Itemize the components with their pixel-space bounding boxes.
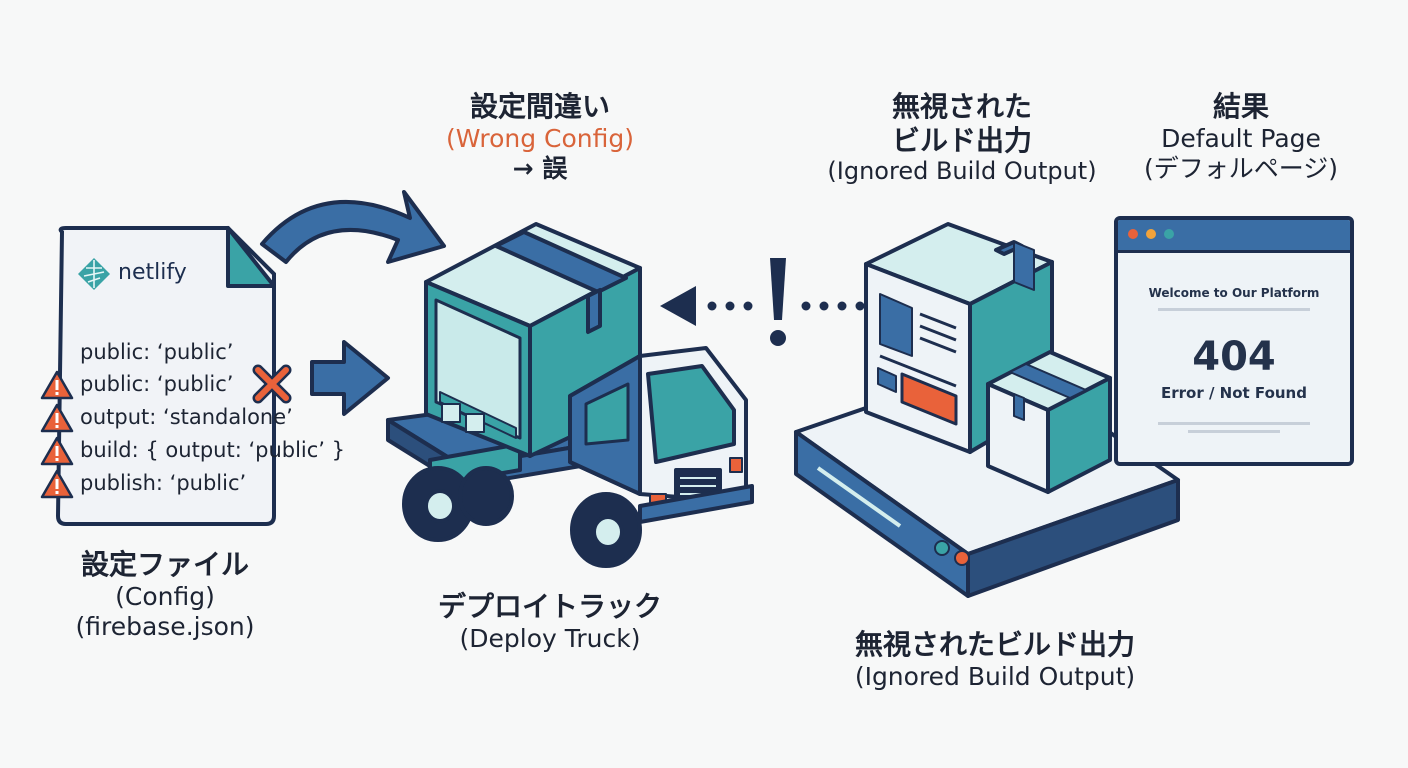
ignored-bottom-label-en: (Ignored Build Output) [854,661,1136,691]
config-label-file: (firebase.json) [75,611,255,641]
browser-window: Welcome to Our Platform 404 Error / Not … [1114,216,1354,466]
config-label-en: (Config) [115,581,215,611]
truck-label-en: (Deploy Truck) [459,623,641,653]
netlify-logo-icon [78,258,110,290]
truck-label-ja: デプロイトラック [437,590,662,623]
result-label: 結果 Default Page (デフォルページ) [1116,90,1366,184]
exclamation-icon [770,258,786,346]
config-label-ja: 設定ファイル [80,548,249,581]
result-label-ja: 結果 [1212,90,1269,123]
result-label-en: Default Page [1161,123,1321,153]
browser-titlebar [1118,220,1350,253]
maximize-dot-icon [1164,229,1174,239]
warning-icon [40,469,74,499]
ignored-output-label-bottom: 無視されたビルド出力 (Ignored Build Output) [820,628,1170,692]
divider [1188,430,1280,433]
wrong-config-label-ja: 設定間違い [469,90,610,123]
config-line: public: ‘public’ [80,340,234,364]
ignored-top-line1: 無視された [891,90,1032,123]
error-code: 404 [1192,334,1276,380]
error-message: Error / Not Found [1161,384,1307,402]
config-label: 設定ファイル (Config) (firebase.json) [40,548,290,642]
config-line: build: { output: ‘public’ } [80,438,346,462]
ignored-top-line2: ビルド出力 [891,123,1032,157]
wrong-config-label: 設定間違い (Wrong Config) → 誤 [410,90,670,184]
ignored-output-label-top: 無視された ビルド出力 (Ignored Build Output) [812,90,1112,186]
wrong-config-label-en: (Wrong Config) [445,123,634,153]
warning-icon [40,370,74,400]
close-dot-icon [1128,229,1138,239]
truck-label: デプロイトラック (Deploy Truck) [410,590,690,654]
ignored-top-line3: (Ignored Build Output) [827,157,1097,186]
config-line: publish: ‘public’ [80,471,247,495]
wrong-config-label-arrow: → 誤 [512,153,568,183]
config-line: output: ‘standalone’ [80,405,293,429]
netlify-brand-text: netlify [118,260,187,285]
config-line: public: ‘public’ [80,372,234,396]
warning-icon [40,436,74,466]
ignored-bottom-label-ja: 無視されたビルド出力 [854,628,1135,661]
error-x-icon [252,364,292,404]
minimize-dot-icon [1146,229,1156,239]
result-label-paren: (デフォルページ) [1143,153,1338,183]
divider [1158,308,1310,311]
divider [1158,422,1310,425]
warning-icon [40,403,74,433]
browser-page-title: Welcome to Our Platform [1148,286,1320,300]
